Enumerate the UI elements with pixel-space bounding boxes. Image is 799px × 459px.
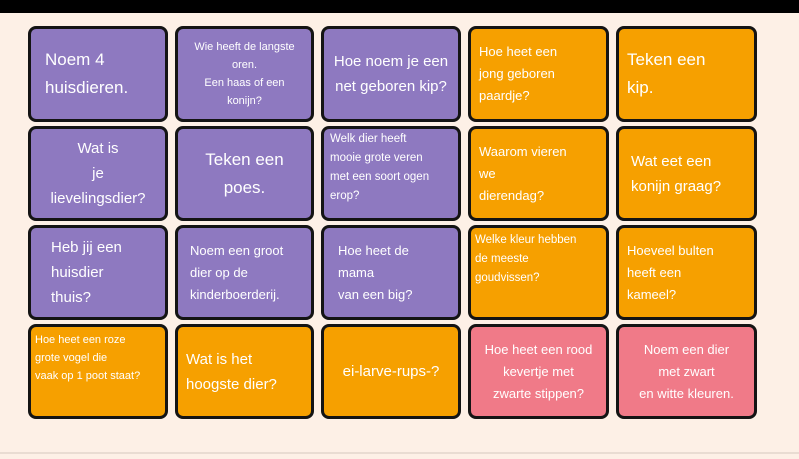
card-1-text: Noem 4 huisdieren.: [45, 50, 129, 97]
card-6-text: Wat is je lievelingsdier?: [50, 140, 146, 207]
card-7[interactable]: Teken een poes.: [175, 126, 314, 221]
card-1[interactable]: Noem 4 huisdieren.: [28, 26, 168, 122]
card-12[interactable]: Noem een groot dier op de kinderboerderi…: [175, 225, 314, 320]
card-2[interactable]: Wie heeft de langste oren. Een haas of e…: [175, 26, 314, 122]
card-18-text: ei-larve-rups-?: [342, 363, 440, 380]
card-17-text: Wat is het hoogste dier?: [186, 350, 277, 393]
card-4-text: Hoe heet een jong geboren paardje?: [479, 44, 558, 103]
card-11-text: Heb jij een huisdier thuis?: [51, 239, 122, 306]
card-14[interactable]: Welke kleur hebben de meeste goudvissen?: [468, 225, 609, 320]
card-20-text: Noem een dier met zwart en witte kleuren…: [639, 341, 734, 401]
card-9-text: Waarom vieren we dierendag?: [479, 143, 567, 203]
card-3[interactable]: Hoe noem je een net geboren kip?: [321, 26, 461, 122]
card-14-text: Welke kleur hebben de meeste goudvissen?: [475, 234, 577, 284]
card-8-text: Welk dier heeft mooie grote veren met ee…: [330, 133, 430, 202]
card-18[interactable]: ei-larve-rups-?: [321, 324, 461, 419]
card-10-text: Wat eet een konijn graag?: [631, 152, 722, 195]
card-6[interactable]: Wat is je lievelingsdier?: [28, 126, 168, 221]
card-19-text: Hoe heet een rood kevertje met zwarte st…: [484, 341, 593, 401]
card-10[interactable]: Wat eet een konijn graag?: [616, 126, 757, 221]
card-7-text: Teken een poes.: [205, 149, 284, 197]
card-13[interactable]: Hoe heet de mama van een big?: [321, 225, 461, 320]
card-5[interactable]: Teken een kip.: [616, 26, 757, 122]
card-19[interactable]: Hoe heet een rood kevertje met zwarte st…: [468, 324, 609, 419]
card-17[interactable]: Wat is het hoogste dier?: [175, 324, 314, 419]
card-15[interactable]: Hoeveel bulten heeft een kameel?: [616, 225, 757, 320]
top-bar: [0, 0, 799, 13]
card-9[interactable]: Waarom vieren we dierendag?: [468, 126, 609, 221]
card-4[interactable]: Hoe heet een jong geboren paardje?: [468, 26, 609, 122]
card-3-text: Hoe noem je een net geboren kip?: [333, 53, 449, 95]
card-2-text: Wie heeft de langste oren. Een haas of e…: [194, 41, 295, 107]
card-grid: Noem 4 huisdieren. Wie heeft de langste …: [28, 26, 757, 419]
card-12-text: Noem een groot dier op de kinderboerderi…: [190, 242, 284, 302]
card-16[interactable]: Hoe heet een roze grote vogel die vaak o…: [28, 324, 168, 419]
card-8[interactable]: Welk dier heeft mooie grote veren met ee…: [321, 126, 461, 221]
card-15-text: Hoeveel bulten heeft een kameel?: [627, 242, 714, 302]
card-13-text: Hoe heet de mama van een big?: [338, 242, 413, 302]
card-16-text: Hoe heet een roze grote vogel die vaak o…: [35, 334, 141, 382]
card-11[interactable]: Heb jij een huisdier thuis?: [28, 225, 168, 320]
card-20[interactable]: Noem een dier met zwart en witte kleuren…: [616, 324, 757, 419]
card-5-text: Teken een kip.: [627, 50, 706, 97]
bottom-divider: [0, 452, 799, 454]
